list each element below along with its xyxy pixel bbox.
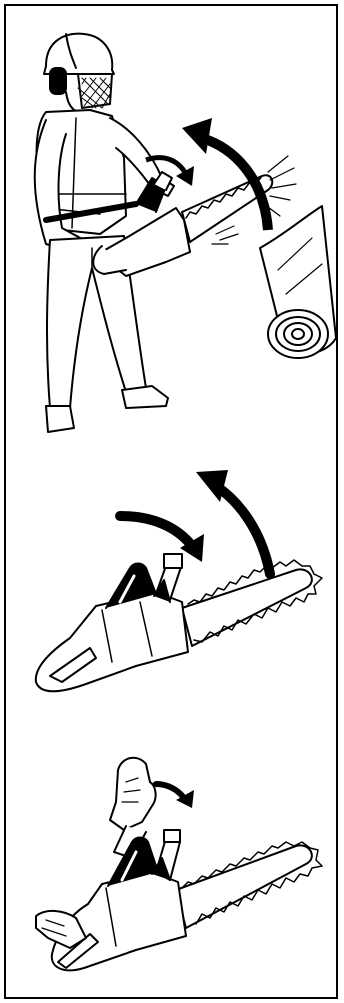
chain-brake-arrow-icon bbox=[120, 516, 204, 562]
operator-kickback-illustration bbox=[6, 8, 338, 438]
figure-operator-kickback bbox=[6, 8, 338, 438]
figure-hand-activating-chainbrake bbox=[6, 742, 338, 997]
chainsaw-icon bbox=[36, 554, 322, 691]
chain-brake-arrow-icon bbox=[156, 784, 194, 808]
figure-chainsaw-kickback-chainbrake bbox=[6, 462, 338, 702]
chainsaw-kickback-illustration bbox=[6, 462, 338, 702]
hand-chainbrake-illustration bbox=[6, 742, 338, 997]
kickback-arrow-icon bbox=[196, 470, 270, 574]
chainsaw-icon bbox=[36, 830, 322, 970]
